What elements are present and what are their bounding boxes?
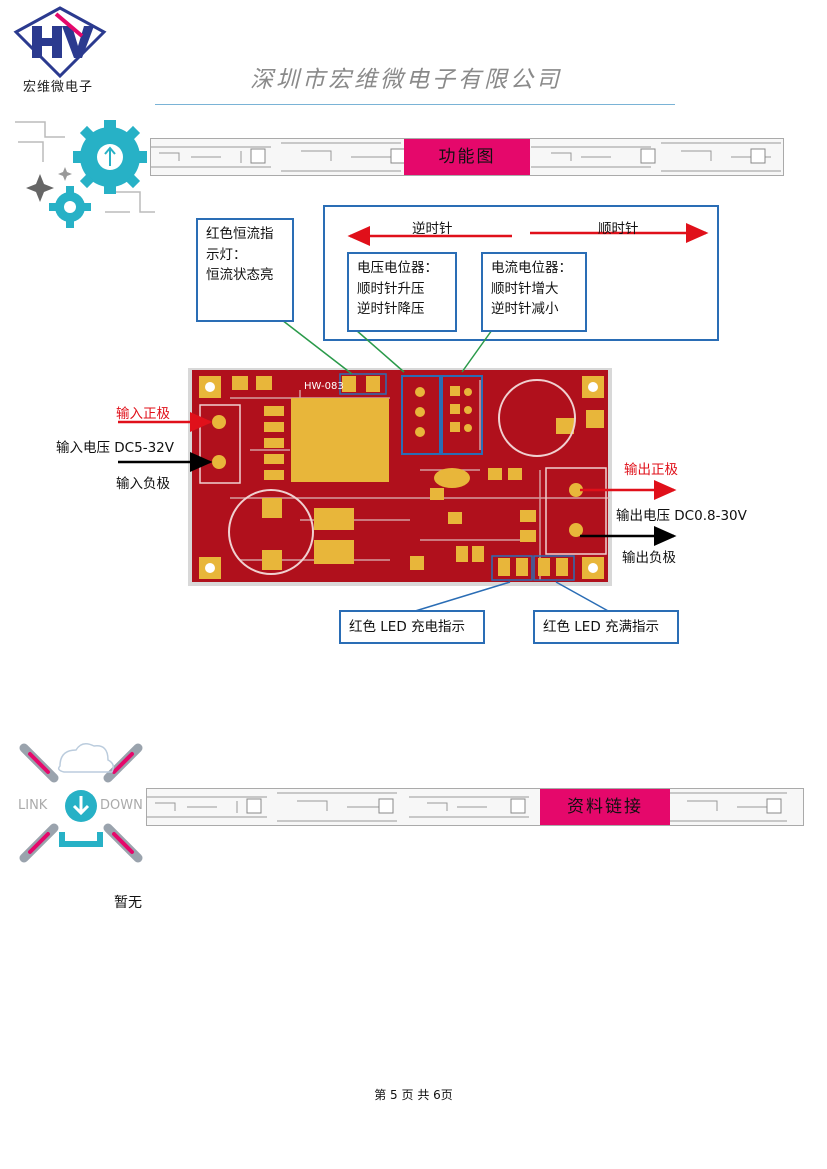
link-banner [146,788,804,826]
function-title: 功能图 [404,139,530,175]
company-logo [12,6,108,102]
output-negative-label: 输出负极 [622,550,676,566]
current-pot-box: 电流电位器： 顺时针增大 逆时针减小 [481,252,587,332]
input-positive-label: 输入正极 [116,406,170,422]
input-voltage-label: 输入电压 DC5-32V [56,440,174,456]
logo-text: 宏维微电子 [22,80,93,95]
company-name: 深圳市宏维微电子有限公司 [250,67,562,93]
constant-current-led-box: 红色恒流指 示灯： 恒流状态亮 [196,218,294,322]
gear-decoration [10,112,160,232]
link-text: LINK [18,798,48,813]
direction-cw-label: 顺时针 [598,221,639,237]
charge-led-box: 红色 LED 充电指示 [339,610,485,644]
board-label: HW-083 [304,381,344,392]
link-title: 资料链接 [540,789,670,825]
voltage-pot-box: 电压电位器： 顺时针升压 逆时针降压 [347,252,457,332]
header-divider [155,104,675,105]
link-download-icon: LINK DOWN [16,736,146,870]
direction-ccw-label: 逆时针 [412,221,453,237]
output-positive-label: 输出正极 [624,462,678,478]
page-number: 第 5 页 共 6页 [374,1088,453,1102]
link-content: 暂无 [114,895,142,911]
output-voltage-label: 输出电压 DC0.8-30V [616,508,747,524]
input-negative-label: 输入负极 [116,476,170,492]
full-led-box: 红色 LED 充满指示 [533,610,679,644]
down-text: DOWN [100,798,143,813]
